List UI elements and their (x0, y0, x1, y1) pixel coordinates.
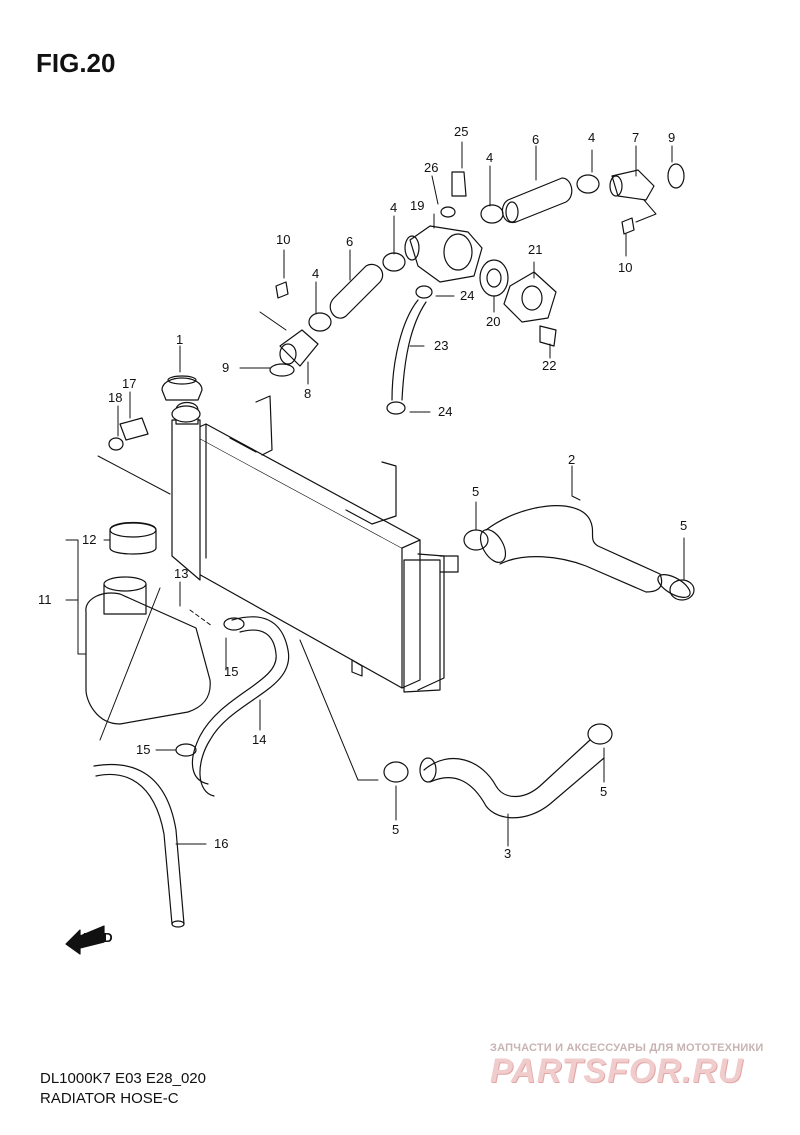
callout-21: 21 (528, 242, 542, 257)
hose-6-upper-right (501, 177, 573, 224)
drain-bolt (108, 417, 149, 451)
callout-4-a: 4 (588, 130, 595, 145)
temp-sensor (440, 171, 467, 218)
callout-5-d: 5 (600, 784, 607, 799)
callout-16: 16 (214, 836, 228, 851)
callout-15-a: 15 (224, 664, 238, 679)
callout-19: 19 (410, 198, 424, 213)
callout-7: 7 (632, 130, 639, 145)
model-code: DL1000K7 E03 E28_020 (40, 1070, 206, 1087)
reservoir-tank (85, 521, 211, 725)
callout-6-a: 6 (532, 132, 539, 147)
callout-12: 12 (82, 532, 96, 547)
callout-14: 14 (252, 732, 266, 747)
callout-2: 2 (568, 452, 575, 467)
hose-23 (386, 285, 433, 415)
hose-clamps-5 (383, 529, 695, 783)
callout-6-b: 6 (346, 234, 353, 249)
callout-3: 3 (504, 846, 511, 861)
thermostat-housing (404, 225, 483, 283)
callout-11: 11 (38, 592, 52, 607)
hose-2 (479, 505, 691, 598)
callout-26: 26 (424, 160, 438, 175)
callout-23: 23 (434, 338, 448, 353)
hose-6-upper-left (329, 263, 384, 319)
diagram-caption: RADIATOR HOSE-C (40, 1090, 179, 1107)
callout-5-b: 5 (680, 518, 687, 533)
figure-title: FIG.20 (36, 48, 116, 78)
hose-16 (93, 763, 185, 928)
callout-25: 25 (454, 124, 468, 139)
radiator-cap (161, 375, 203, 401)
callout-5-c: 5 (392, 822, 399, 837)
callout-24-a: 24 (460, 288, 474, 303)
callout-24-b: 24 (438, 404, 452, 419)
callout-4-d: 4 (312, 266, 319, 281)
thermostat-cover (503, 271, 557, 347)
bolts-10 (275, 217, 635, 299)
callout-5-a: 5 (472, 484, 479, 499)
callout-10-a: 10 (276, 232, 290, 247)
thermostat (479, 259, 509, 297)
callout-20: 20 (486, 314, 500, 329)
callout-8: 8 (304, 386, 311, 401)
o-rings-9 (269, 163, 685, 377)
hose-14 (191, 616, 290, 797)
radiator (171, 395, 459, 693)
callout-9-a: 9 (668, 130, 675, 145)
callout-4-c: 4 (390, 200, 397, 215)
callout-17: 17 (122, 376, 136, 391)
callout-1: 1 (176, 332, 183, 347)
union-8 (279, 329, 319, 367)
hose-3 (419, 739, 605, 819)
callout-18: 18 (108, 390, 122, 405)
callout-13: 13 (174, 566, 188, 581)
fwd-arrow-icon: FWD (65, 925, 113, 955)
callout-10-b: 10 (618, 260, 632, 275)
union-7 (609, 169, 655, 201)
watermark-tagline: ЗАПЧАСТИ И АКСЕССУАРЫ ДЛЯ МОТОТЕХНИКИ (490, 1042, 764, 1054)
leader-lines (65, 141, 685, 847)
watermark-logo: PARTSFOR.RU (490, 1052, 744, 1090)
callout-4-b: 4 (486, 150, 493, 165)
callout-22: 22 (542, 358, 556, 373)
callout-9-b: 9 (222, 360, 229, 375)
callout-15-b: 15 (136, 742, 150, 757)
callout-numbers: 1 2 3 4 4 4 4 5 5 5 5 6 6 7 8 9 9 10 10 … (38, 124, 687, 861)
fwd-label: FWD (83, 930, 113, 945)
